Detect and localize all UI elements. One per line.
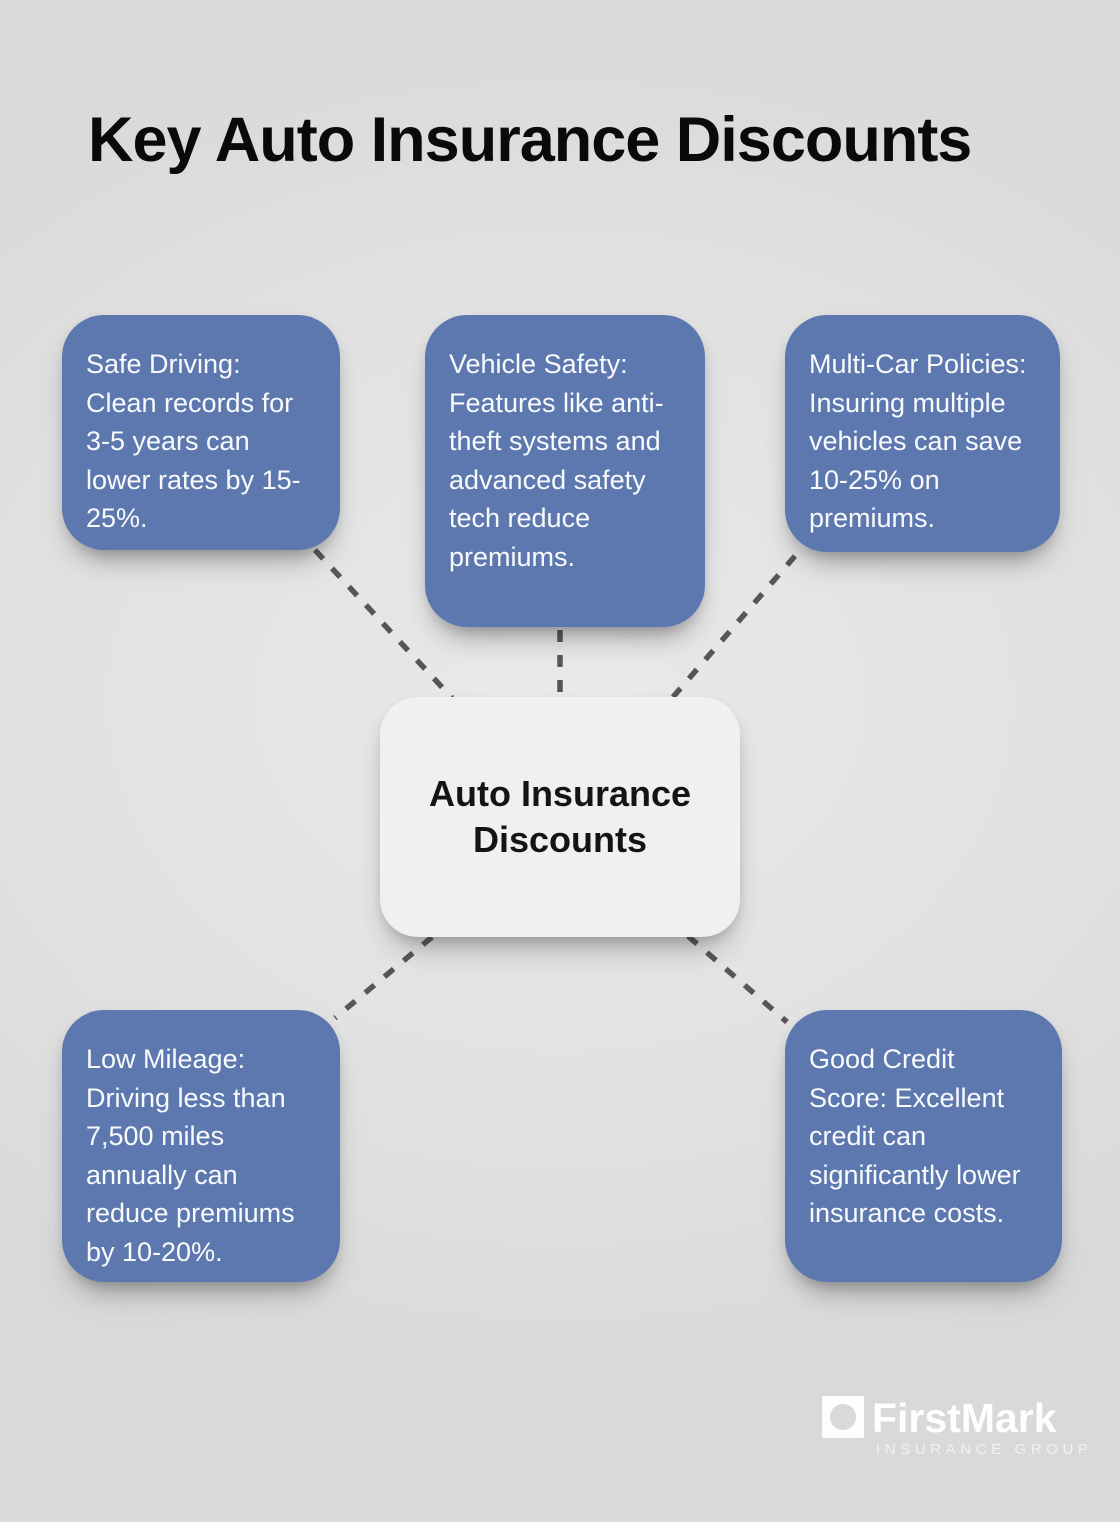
firstmark-logo-text: FirstMark INSURANCE GROUP: [872, 1396, 1093, 1458]
firstmark-logo-tagline: INSURANCE GROUP: [876, 1441, 1093, 1458]
node-safe-driving-text: Safe Driving: Clean records for 3-5 year…: [86, 349, 301, 533]
connector-good-credit: [686, 933, 789, 1025]
center-node-label: Auto Insurance Discounts: [428, 773, 692, 860]
page-title: Key Auto Insurance Discounts: [88, 105, 972, 175]
node-good-credit-text: Good Credit Score: Excellent credit can …: [809, 1044, 1021, 1228]
firstmark-logo-name: FirstMark: [872, 1395, 1057, 1441]
firstmark-logo-icon: [822, 1396, 864, 1443]
connector-multi-car: [670, 554, 798, 699]
node-vehicle-safety: Vehicle Safety: Features like anti-theft…: [425, 315, 705, 627]
node-vehicle-safety-text: Vehicle Safety: Features like anti-theft…: [449, 349, 664, 572]
center-node: Auto Insurance Discounts: [380, 697, 740, 937]
connector-safe-driving: [312, 548, 455, 700]
connector-low-mileage: [333, 934, 434, 1021]
node-safe-driving: Safe Driving: Clean records for 3-5 year…: [62, 315, 340, 550]
node-low-mileage-text: Low Mileage: Driving less than 7,500 mil…: [86, 1044, 295, 1267]
node-multi-car-text: Multi-Car Policies: Insuring multiple ve…: [809, 349, 1027, 533]
node-multi-car: Multi-Car Policies: Insuring multiple ve…: [785, 315, 1060, 552]
firstmark-logo: FirstMark INSURANCE GROUP: [822, 1396, 1093, 1458]
node-good-credit: Good Credit Score: Excellent credit can …: [785, 1010, 1062, 1282]
node-low-mileage: Low Mileage: Driving less than 7,500 mil…: [62, 1010, 340, 1282]
